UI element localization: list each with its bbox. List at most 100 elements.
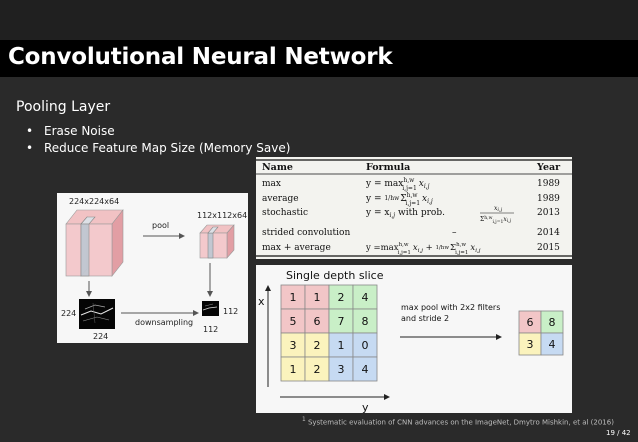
grid-cell-value: 3: [290, 339, 297, 352]
frac-den-tail: x: [503, 216, 507, 223]
input-bottom-label: 224: [93, 332, 108, 341]
grid-cell: [328, 284, 354, 310]
grid-cell: [280, 308, 306, 334]
formula-sub: i,j=1: [402, 185, 417, 192]
maxpool-description-line1: max pool with 2x2 filters: [401, 303, 500, 312]
output-volume-icon: [199, 224, 235, 259]
input-feature-map-image: [79, 299, 115, 329]
grid-cell-value: 1: [314, 291, 321, 304]
formula-sup: h,w: [407, 192, 419, 199]
bullet-list: •Erase Noise •Reduce Feature Map Size (M…: [26, 123, 290, 157]
footnote: 1 Systematic evaluation of CNN advances …: [302, 417, 614, 426]
formula-tail: x: [413, 243, 418, 253]
formula-plus: +: [423, 243, 436, 253]
pooling-diagram-panel: 224x224x64 pool 112x112x64: [57, 193, 248, 343]
formula-tail: with prob.: [395, 208, 445, 218]
table-header-year: Year: [536, 162, 561, 173]
grid-cell-value: 2: [314, 339, 321, 352]
frac-num-sub: i,j: [497, 207, 502, 213]
grid-cell-value: 4: [362, 363, 369, 376]
row-year: 2015: [537, 243, 560, 253]
table-header-name: Name: [262, 162, 293, 173]
grid-cell-value: 3: [338, 363, 345, 376]
frac-den-sup: h,w: [484, 215, 492, 221]
row-name: strided convolution: [262, 228, 350, 238]
grid-cell-value: 8: [362, 315, 369, 328]
grid-cell-value: 2: [314, 363, 321, 376]
bullet-item: •Reduce Feature Map Size (Memory Save): [26, 140, 290, 157]
x-axis-arrow-icon: [280, 394, 390, 400]
grid-cell-value: 4: [549, 338, 556, 351]
title-band: [0, 40, 638, 77]
y-axis-label: y: [362, 401, 369, 413]
x-axis-label: x: [258, 295, 265, 308]
downsampling-arrow-icon: [121, 310, 199, 316]
formula-sup2: h,w: [456, 242, 466, 248]
grid-cell-value: 1: [338, 339, 345, 352]
grid-cell-value: 3: [527, 338, 534, 351]
row-year: 2013: [537, 208, 560, 218]
formula-sub2: i,j=1: [455, 250, 468, 256]
row-year: 1989: [537, 179, 560, 189]
bullet-item: •Erase Noise: [26, 123, 290, 140]
footnote-text: Systematic evaluation of CNN advances on…: [307, 418, 614, 427]
down-arrow-left-icon: [86, 281, 92, 297]
grid-cell-value: 6: [527, 316, 534, 329]
formula-sum: Σ: [450, 243, 456, 253]
row-name: max + average: [262, 243, 331, 253]
grid-cell: [540, 332, 564, 356]
formula-tail2: x: [470, 243, 475, 253]
pooling-diagram: 224x224x64 pool 112x112x64: [61, 197, 247, 341]
grid-cell-value: 6: [314, 315, 321, 328]
output-feature-map-image: [202, 301, 219, 316]
row-year: 2014: [537, 228, 560, 238]
row-name: stochastic: [262, 208, 308, 218]
section-heading: Pooling Layer: [16, 99, 111, 115]
svg-text:Σh,wi,j=1xi,j: Σh,wi,j=1xi,j: [480, 215, 512, 225]
row-name: max: [262, 179, 281, 189]
formula-tail2-sub: i,j: [475, 248, 481, 254]
top-bar: [0, 0, 638, 40]
table-header-formula: Formula: [366, 162, 410, 173]
svg-text:y = xi,j with prob.: y = xi,j with prob.: [365, 208, 445, 219]
grid-cell: [280, 356, 306, 382]
grid-cell: [352, 284, 378, 310]
stochastic-fraction: xi,j Σh,wi,j=1xi,j: [480, 205, 514, 225]
formula-tail: x: [422, 194, 427, 204]
input-volume-icon: [65, 209, 124, 277]
svg-text:y = 1/hwΣh,wi,j=1xi,j: y = 1/hwΣh,wi,j=1xi,j: [365, 192, 433, 207]
page-number: 19 / 42: [606, 429, 631, 437]
input-side-label: 224: [61, 309, 76, 318]
formula-text: y = x: [365, 208, 389, 218]
formula-frac: 1/hw: [435, 245, 449, 251]
svg-text:y =maxh,wi,j=1xi,j + 1/hwΣh,wi: y =maxh,wi,j=1xi,j + 1/hwΣh,wi,j=1xi,j: [365, 242, 481, 256]
maxpool-arrow-icon: [400, 334, 502, 340]
bullet-icon: •: [26, 124, 34, 138]
down-arrow-right-icon: [207, 263, 213, 297]
grid-cell: [280, 284, 306, 310]
row-year: 1989: [537, 194, 560, 204]
svg-text:y = maxh,wi,j=1xi,j: y = maxh,wi,j=1xi,j: [365, 177, 430, 192]
pool-arrow-icon: [143, 233, 185, 239]
table-row: stochastic y = xi,j with prob. xi,j Σh,w…: [262, 205, 560, 225]
footnote-mark: 1: [302, 417, 306, 423]
formula-sub: i,j=1: [406, 200, 421, 207]
bullet-icon: •: [26, 141, 34, 155]
frac-den-sub: i,j=1: [492, 219, 503, 225]
formula-sum: Σ: [400, 194, 406, 204]
formula-tail: x: [419, 179, 424, 189]
grid-cell-value: 0: [362, 339, 369, 352]
grid-cell: [352, 308, 378, 334]
grid-cell: [352, 356, 378, 382]
input-dim-label: 224x224x64: [69, 197, 119, 206]
formula-text: y =: [365, 194, 384, 204]
output-bottom-label: 112: [203, 325, 218, 334]
y-axis-arrow-icon: [265, 285, 271, 387]
output-dim-label: 112x112x64: [197, 211, 247, 220]
